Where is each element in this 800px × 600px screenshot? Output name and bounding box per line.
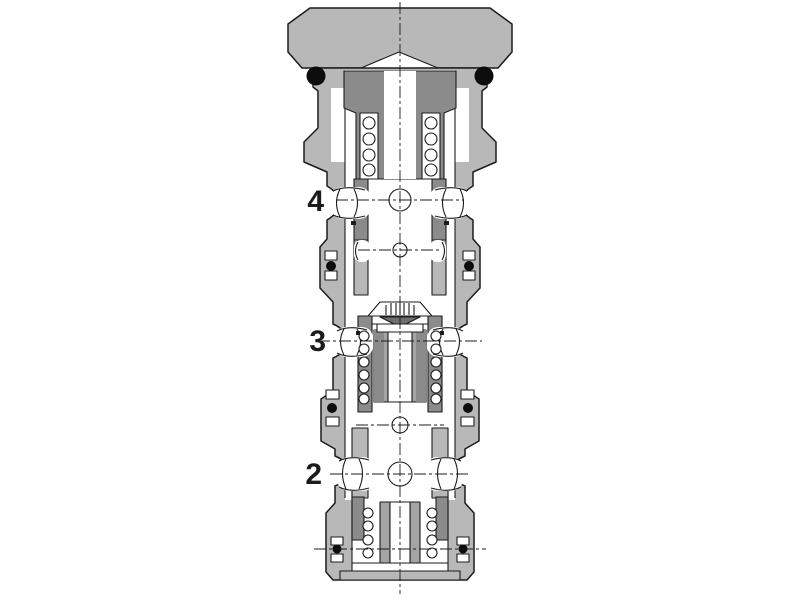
seal-gland-lower: [330, 536, 470, 563]
seal-gland-upper: [324, 250, 476, 281]
spring-channel-left: [359, 112, 379, 180]
o-ring-mid-left: [327, 403, 337, 413]
seal-gland-middle: [325, 389, 475, 427]
upper-spring: [362, 116, 438, 177]
label-port-4: 4: [307, 185, 324, 218]
mid-spring: [358, 330, 442, 405]
o-ring-mid-right: [463, 403, 473, 413]
retaining-clips: [351, 221, 449, 335]
bottom-spring: [362, 507, 438, 559]
port-labels: 4 3 2: [305, 185, 326, 491]
label-port-3: 3: [309, 325, 326, 358]
o-ring-upper-right: [464, 261, 474, 271]
head-o-ring-left: [306, 66, 326, 86]
port-4-window: [331, 187, 469, 262]
o-ring-upper-left: [326, 261, 336, 271]
centerlines: [314, 2, 486, 594]
label-port-2: 2: [305, 458, 322, 491]
spring-channel-right: [421, 112, 441, 180]
head-o-ring-right: [474, 66, 494, 86]
